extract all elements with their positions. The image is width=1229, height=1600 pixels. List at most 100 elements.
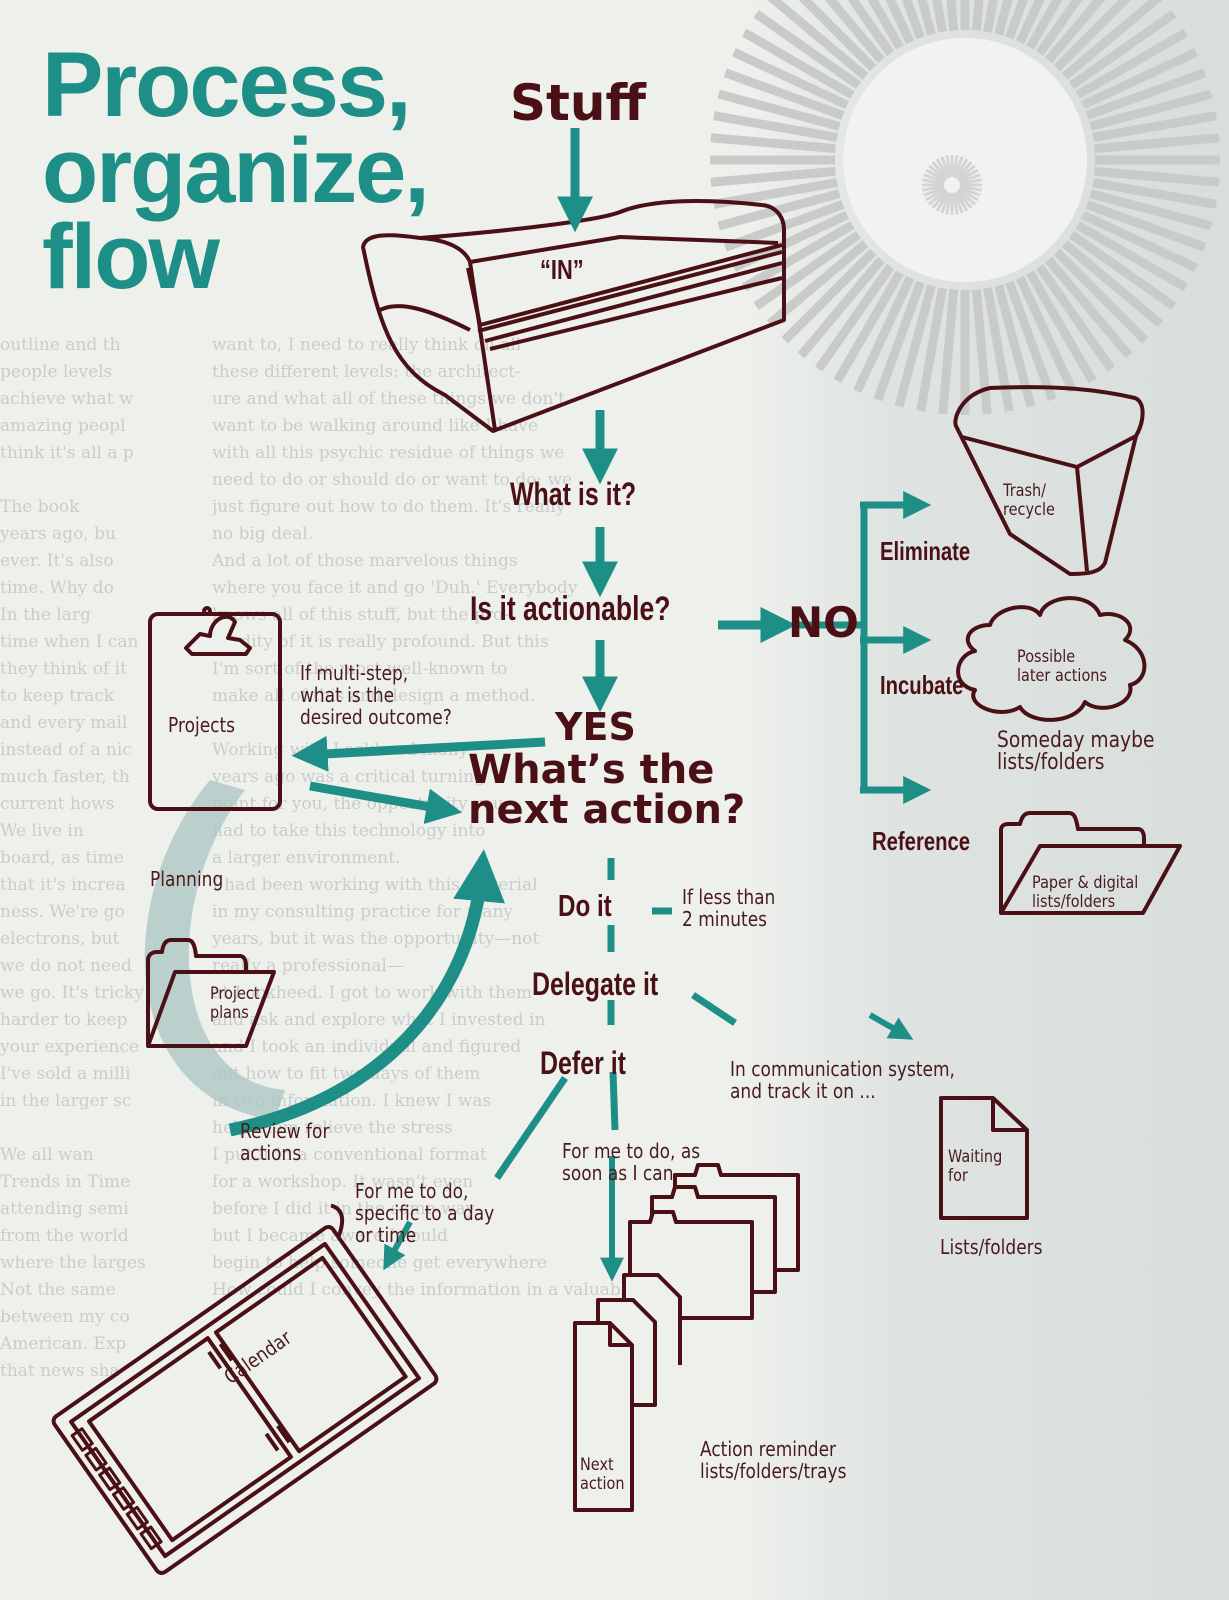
sunburst-inner-ray (958, 168, 979, 183)
waiting-for-line-2: for (948, 1166, 968, 1186)
title-line-3: flow (42, 206, 220, 308)
defer-specific-note: For me to do, specific to a day or time (355, 1180, 494, 1246)
sunburst-inner-ray (935, 191, 950, 212)
do-it-note: If less than 2 minutes (682, 886, 775, 930)
reference-label: Reference (872, 826, 971, 856)
sunburst-ray (713, 111, 838, 142)
delegate-note: In communication system, and track it on… (730, 1058, 955, 1102)
waiting-for-document-icon (939, 1096, 1029, 1220)
sunburst-inner-ray (953, 156, 964, 178)
sunburst-ray (717, 89, 841, 131)
arrow-yes-to-projects (291, 735, 546, 772)
projects-label: Projects (168, 713, 236, 737)
arrow-defer-to-calendar (383, 1220, 413, 1271)
arrow-projects-to-next-action (309, 781, 463, 825)
sunburst-ray (983, 287, 1014, 412)
sunburst-ray (916, 287, 947, 412)
projects-clipboard-icon (148, 606, 282, 811)
project-plans-line-2: plans (210, 1003, 249, 1023)
sunburst-ray (971, 289, 992, 415)
sunburst-ray (833, 270, 904, 384)
sunburst-inner-ray (959, 186, 981, 197)
sunburst-ray (1075, 221, 1189, 292)
sunburst-ray (1089, 189, 1213, 231)
waiting-for-label: Waiting for (948, 1148, 1002, 1186)
delegate-it-label: Delegate it (532, 966, 659, 1002)
calendar-icon (51, 1203, 439, 1575)
sunburst-inner-ray (958, 187, 979, 202)
sunburst-ray (901, 0, 925, 40)
sunburst-ray (753, 230, 862, 310)
in-tray-label: “IN” (540, 254, 584, 285)
sunburst-inner-ray (955, 161, 973, 180)
reference-folder-label: Paper & digital lists/folders (1032, 874, 1138, 912)
what-is-it-label: What is it? (510, 476, 637, 512)
delegate-note-line-1: In communication system, (730, 1057, 955, 1081)
trash-label-line-1: Trash/ (1003, 481, 1047, 501)
sunburst-ray (710, 133, 836, 154)
sunburst-ray (1026, 270, 1097, 384)
sunburst-inner-ray (940, 192, 951, 214)
sunburst-inner-ray (959, 184, 982, 192)
eliminate-label: Eliminate (880, 536, 971, 566)
sunburst-ray (1053, 248, 1149, 344)
folder-label-line-2: lists/folders (1032, 892, 1116, 912)
cloud-label: Possible later actions (1017, 648, 1107, 686)
review-line-1: Review for (240, 1119, 330, 1143)
arrow-delegate-to-waiting (868, 1012, 914, 1040)
sunburst-ray (1094, 166, 1220, 187)
sunburst-ray (797, 256, 885, 359)
sunburst-inner-ray (954, 158, 969, 179)
sunburst-inner-ray (954, 191, 969, 212)
sunburst-ray (824, 0, 885, 64)
sunburst-inner-ray (928, 164, 947, 182)
sunburst-ray (1080, 48, 1199, 110)
planning-label: Planning (150, 867, 224, 891)
incubate-label: Incubate (880, 670, 964, 700)
sunburst-inner-ray (925, 187, 946, 202)
sunburst-ray (1080, 210, 1199, 272)
sunburst-ray (1092, 111, 1217, 142)
sunburst-ray (885, 0, 915, 45)
sunburst-ray (1094, 133, 1220, 154)
multi-step-line-1: If multi-step, (300, 661, 409, 685)
trash-label-line-2: recycle (1003, 500, 1055, 520)
sunburst-inner-ray (951, 192, 959, 215)
cloud-label-line-1: Possible (1017, 647, 1076, 667)
sunburst-inner-ray (959, 178, 982, 186)
sunburst-inner-ray (925, 168, 946, 183)
sunburst-ray (1045, 256, 1133, 359)
someday-label-line-1: Someday maybe (997, 728, 1155, 753)
next-action-line-1: What’s the (468, 747, 715, 793)
stuff-label: Stuff (510, 74, 647, 132)
sunburst-ray (741, 28, 855, 99)
sunburst-ray (983, 0, 998, 33)
sunburst-inner-ray (945, 192, 953, 215)
yes-label: YES (555, 705, 636, 749)
sunburst-ray (723, 68, 845, 120)
background-article-column-left: outline and th people levels achieve wha… (0, 335, 146, 1381)
sunburst-ray (1092, 178, 1217, 209)
title-line-1: Process, (42, 34, 412, 136)
sunburst-ray (938, 289, 959, 415)
next-action-card-line-1: Next (580, 1455, 614, 1475)
multi-step-line-2: what is the (300, 683, 395, 707)
sunburst-inner-ray (931, 161, 949, 180)
sunburst-ray (853, 275, 915, 394)
arrow-review-to-next-action (228, 849, 506, 1137)
folder-label-line-1: Paper & digital (1032, 873, 1139, 893)
sunburst-inner-ray (955, 190, 973, 209)
project-plans-label: Project plans (210, 985, 259, 1023)
trash-label: Trash/ recycle (1003, 482, 1055, 520)
defer-specific-line-3: or time (355, 1223, 417, 1247)
sunburst-ray (781, 248, 877, 344)
sunburst-ray (1085, 68, 1207, 120)
delegate-note-connector (691, 992, 737, 1026)
someday-label-line-2: lists/folders (997, 750, 1105, 775)
sunburst-ray (1053, 0, 1132, 72)
sunburst-ray (1015, 0, 1045, 45)
cloud-icon (956, 596, 1147, 722)
multi-step-note: If multi-step, what is the desired outco… (300, 662, 452, 728)
project-plans-folder-icon (146, 938, 276, 1048)
